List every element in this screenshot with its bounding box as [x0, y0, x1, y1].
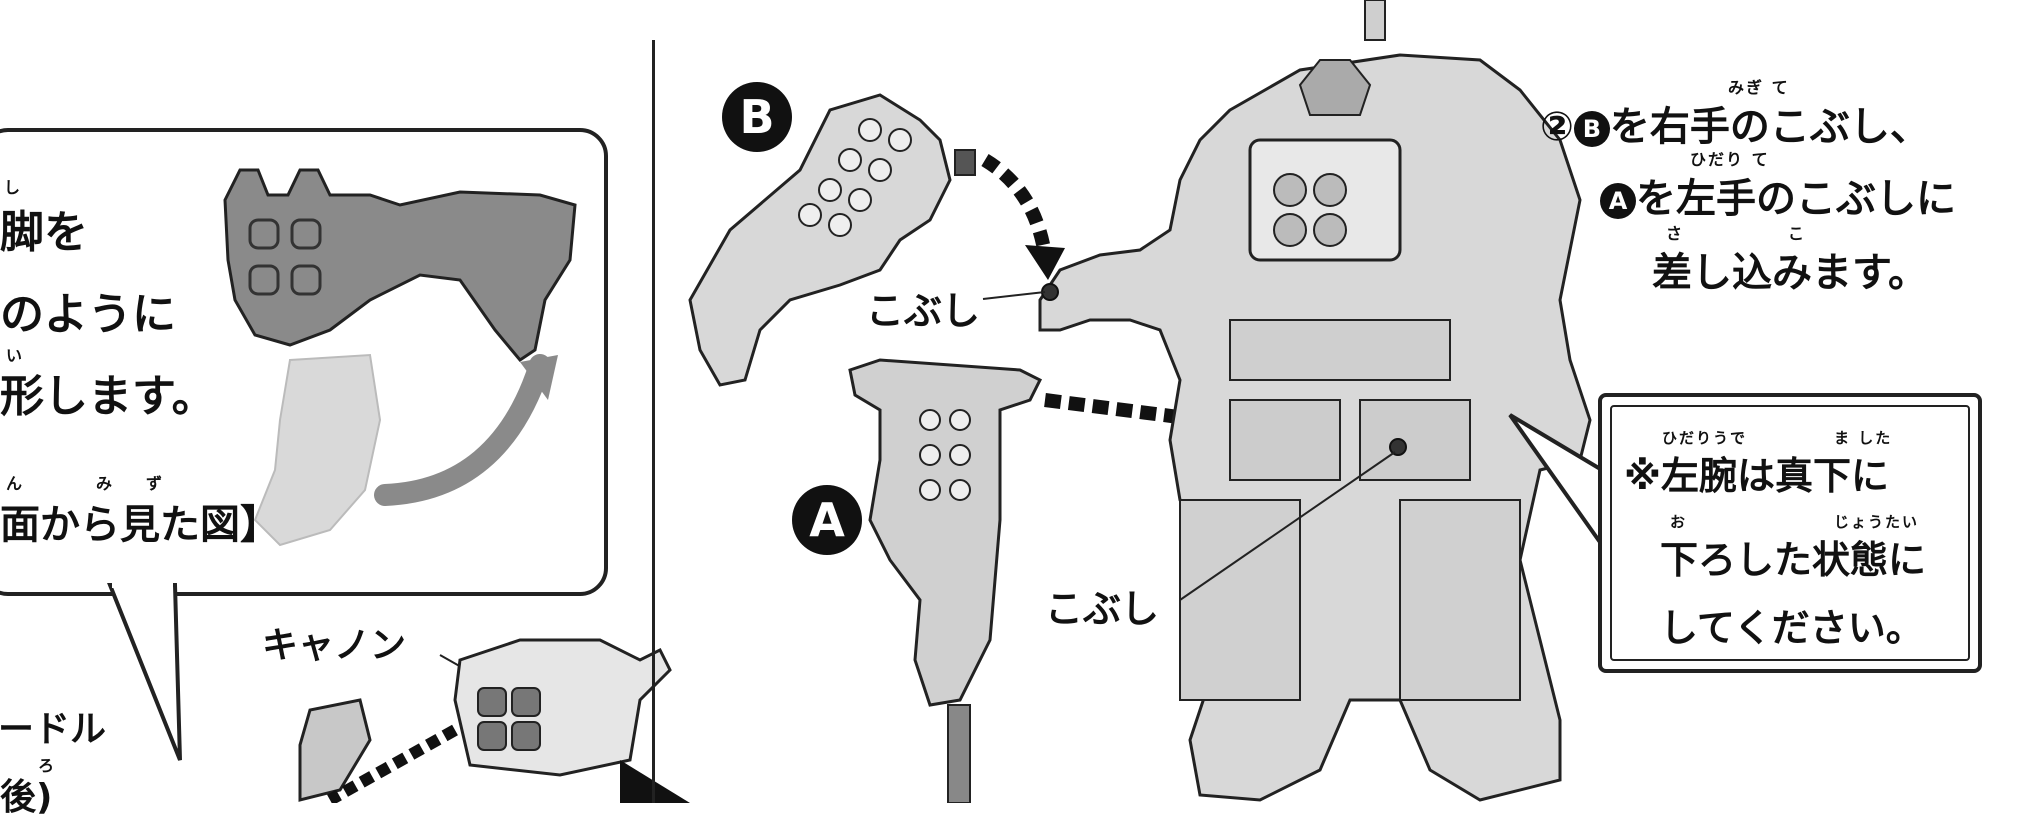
robot-body-illustration	[1040, 0, 1590, 800]
badge-b: B	[722, 82, 792, 152]
note-callout: ひだりうで ま した ※左腕は真下に お じょうたい 下ろした状態に してくださ…	[1598, 393, 1982, 673]
kobushi-label-left: こぶし	[1045, 578, 1159, 633]
badge-a: A	[792, 485, 862, 555]
part-a-illustration	[850, 360, 1040, 803]
kobushi-label-right: こぶし	[866, 280, 980, 335]
step-line-3: 差し込みます。	[1652, 240, 1928, 298]
badge-a-small: A	[1600, 183, 1636, 219]
note-line-2: 下ろした状態に	[1660, 529, 1926, 584]
note-line-1: ※左腕は真下に	[1624, 445, 1889, 500]
step-number: ②	[1540, 104, 1574, 150]
note-line-3: してください。	[1660, 597, 1924, 652]
step-line-1-text: を右手のこぶし、	[1610, 104, 1930, 150]
badge-b-small: B	[1574, 111, 1610, 147]
step-line-2-text: を左手のこぶしに	[1636, 176, 1956, 222]
